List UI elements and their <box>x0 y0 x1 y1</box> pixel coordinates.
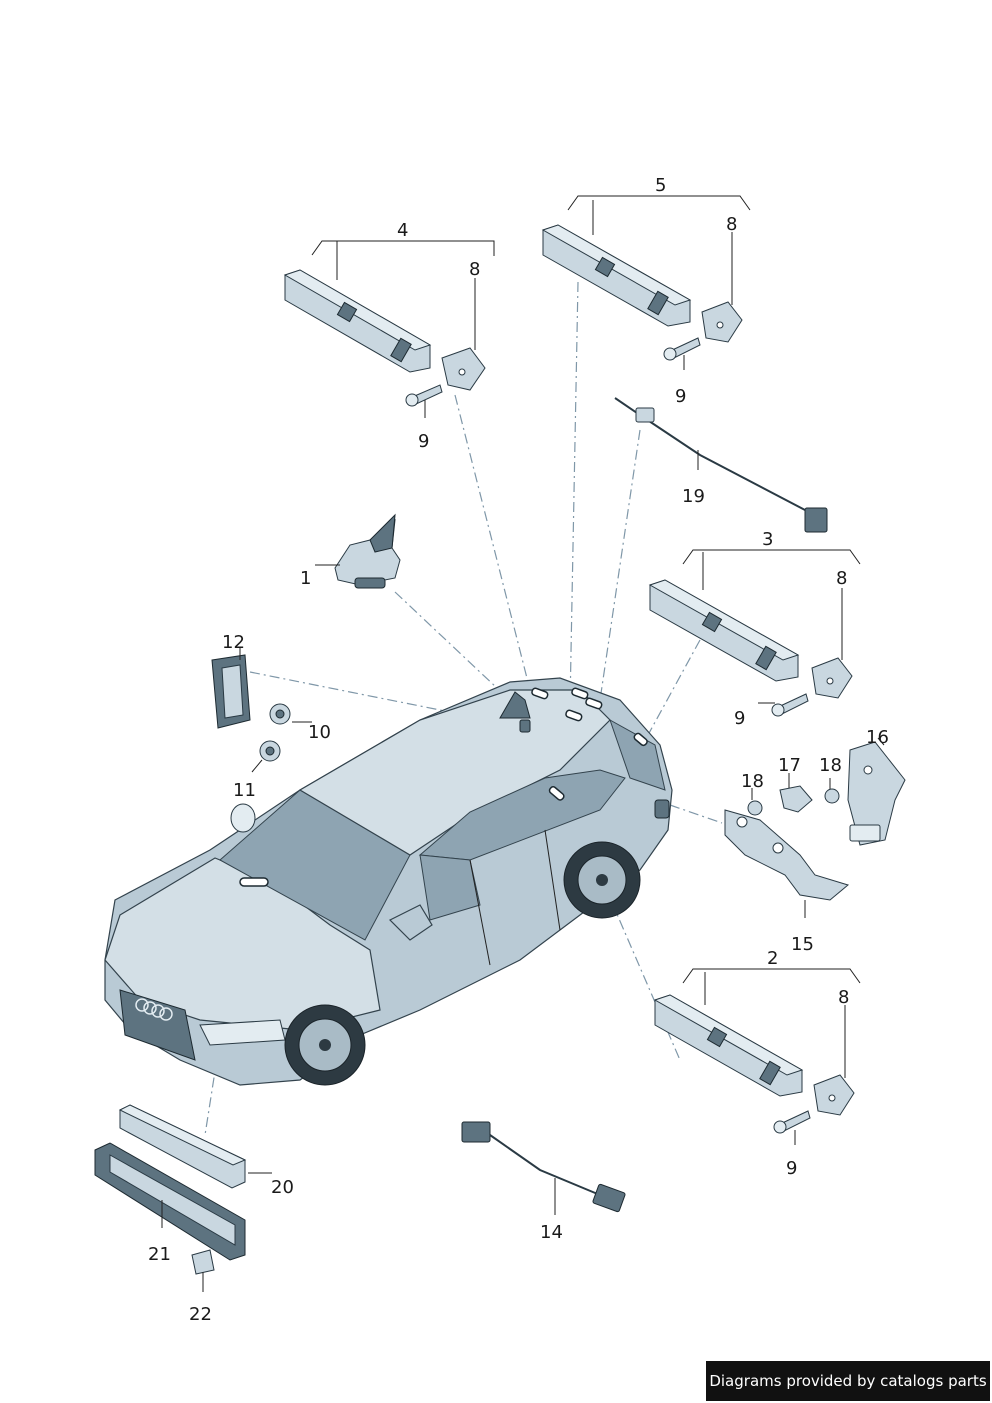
callout-8a: 8 <box>469 259 480 280</box>
antenna-module-2 <box>653 994 804 1097</box>
mounting-clip-8-mid-right <box>811 657 853 699</box>
callout-9c: 9 <box>734 708 745 729</box>
callout-1: 1 <box>300 568 311 589</box>
callout-18b: 18 <box>819 755 842 776</box>
callout-14: 14 <box>540 1222 563 1243</box>
callout-9d: 9 <box>786 1158 797 1179</box>
antenna-module-12 <box>211 654 251 729</box>
antenna-cable-19 <box>614 397 828 533</box>
callout-8d: 8 <box>838 987 849 1008</box>
callout-9b: 9 <box>675 386 686 407</box>
callout-5: 5 <box>655 175 666 196</box>
antenna-module-20 <box>118 1104 247 1189</box>
callout-8c: 8 <box>836 568 847 589</box>
callout-2: 2 <box>767 948 778 969</box>
audi-rings-logo <box>135 998 173 1021</box>
callout-4: 4 <box>397 220 408 241</box>
credit-text: Diagrams provided by catalogs parts <box>709 1372 987 1390</box>
nut-10 <box>269 703 291 725</box>
callout-9a: 9 <box>418 431 429 452</box>
screw-9-bottom-right <box>773 1110 811 1134</box>
nut-18-left <box>747 800 763 816</box>
nut-11 <box>259 740 281 762</box>
antenna-module-5 <box>541 224 692 327</box>
clip-22 <box>191 1249 215 1275</box>
antenna-module-3 <box>648 579 800 682</box>
callout-20: 20 <box>271 1177 294 1198</box>
callout-19: 19 <box>682 486 705 507</box>
nut-18-right <box>824 788 840 804</box>
callout-16: 16 <box>866 727 889 748</box>
callout-12: 12 <box>222 632 245 653</box>
callout-22: 22 <box>189 1304 212 1325</box>
mounting-clip-8-top-left <box>441 347 486 391</box>
callout-15: 15 <box>791 934 814 955</box>
clip-17 <box>779 785 813 813</box>
front-wheel <box>284 1004 366 1086</box>
callout-18a: 18 <box>741 771 764 792</box>
holder-21 <box>94 1142 246 1261</box>
roof-antenna-part <box>334 513 401 589</box>
antenna-module-4 <box>283 269 432 373</box>
adapter-cable-14 <box>461 1121 626 1213</box>
bracket-16 <box>847 741 906 846</box>
bracket-15 <box>724 809 850 901</box>
callout-8b: 8 <box>726 214 737 235</box>
screw-9-top-left <box>405 384 443 407</box>
rear-wheel <box>563 841 641 919</box>
callout-10: 10 <box>308 722 331 743</box>
credit-banner: Diagrams provided by catalogs parts <box>706 1361 990 1401</box>
car-illustration <box>104 677 673 1086</box>
callout-21: 21 <box>148 1244 171 1265</box>
screw-9-top-right <box>663 337 701 361</box>
screw-9-mid-right <box>771 693 809 717</box>
mounting-clip-8-bottom-right <box>813 1074 855 1116</box>
callout-3: 3 <box>762 529 773 550</box>
callout-17: 17 <box>778 755 801 776</box>
callout-11: 11 <box>233 780 256 801</box>
mounting-clip-8-top-right <box>701 301 743 343</box>
